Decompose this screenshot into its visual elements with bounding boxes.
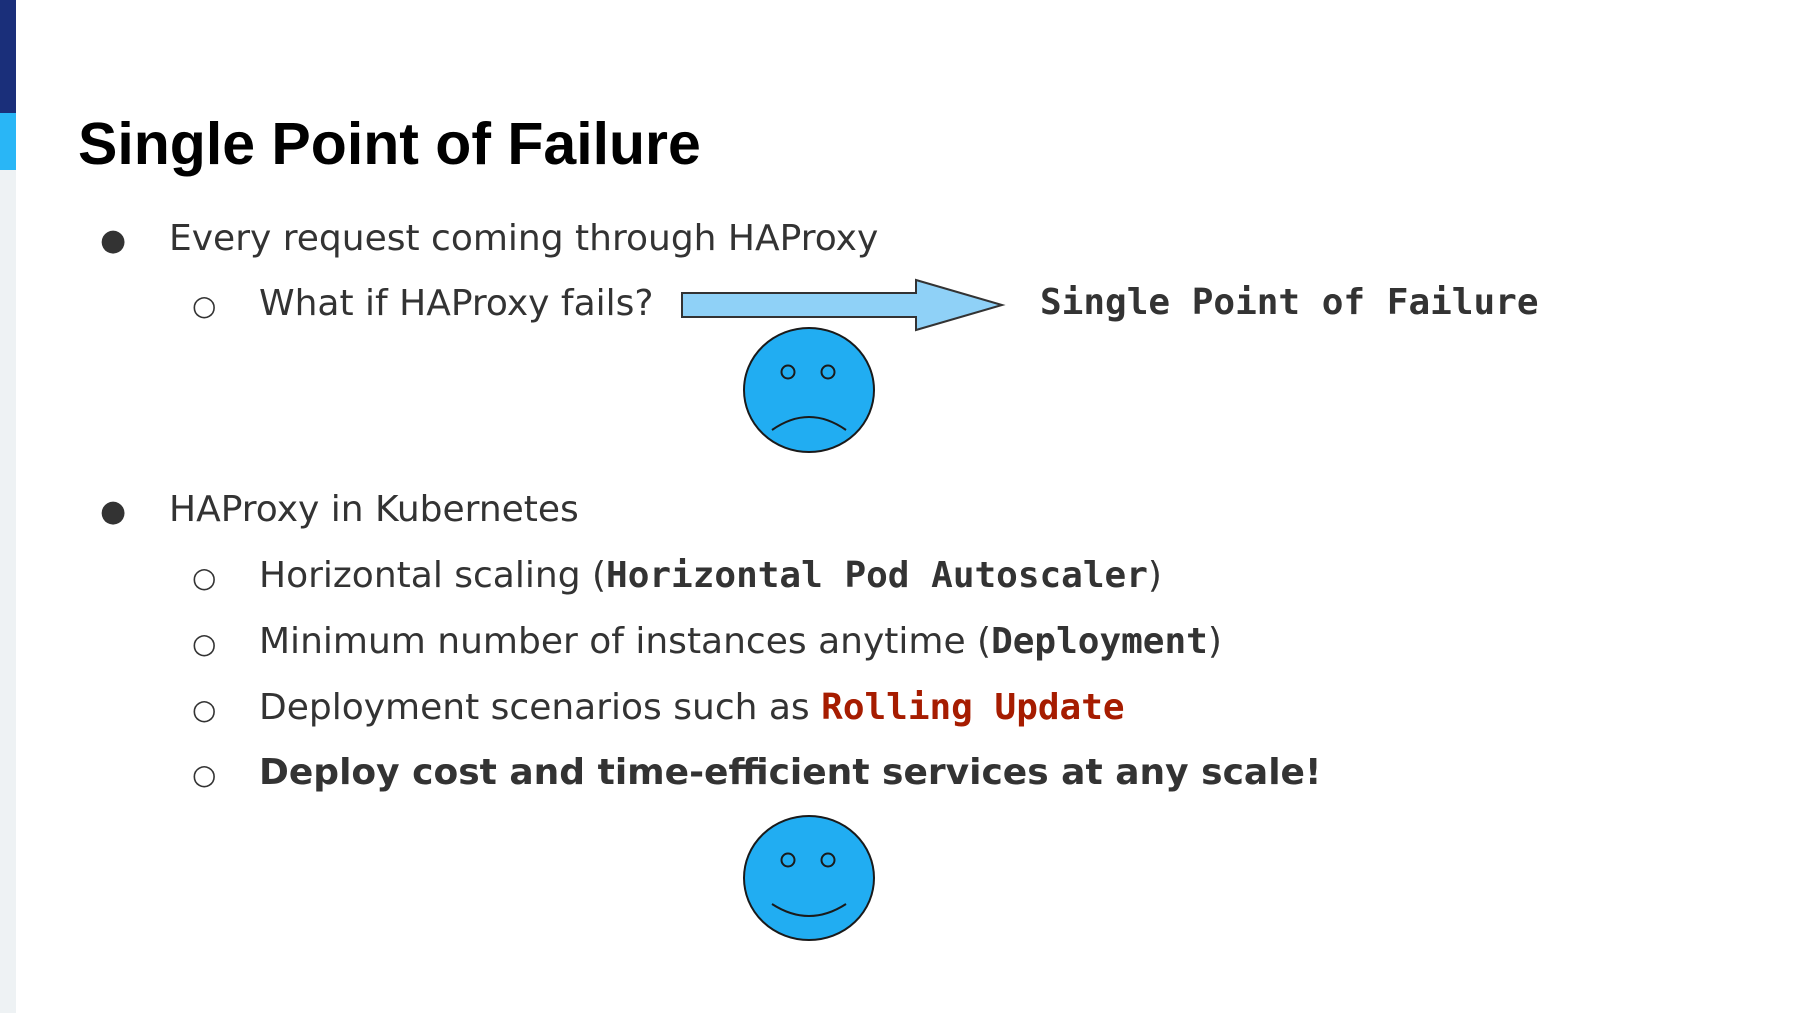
text-suffix: ) [1147, 555, 1162, 596]
slide-title: Single Point of Failure [78, 111, 701, 177]
right-arrow-icon [681, 278, 1006, 332]
text-prefix: Minimum number of instances anytime ( [259, 621, 992, 662]
bullet-l2: ○ [192, 561, 217, 594]
bullet-minimum-instances: Minimum number of instances anytime (Dep… [259, 617, 1222, 667]
bullet-l1: ● [100, 494, 127, 529]
bullet-horizontal-scaling: Horizontal scaling (Horizontal Pod Autos… [259, 551, 1162, 601]
bullet-l2: ○ [192, 693, 217, 726]
happy-face-icon [743, 815, 875, 941]
bullet-l2: ○ [192, 289, 217, 322]
accent-bar-light [0, 113, 16, 170]
bullet-deploy-cost: Deploy cost and time-efficient services … [259, 752, 1322, 793]
bullet-l2: ○ [192, 627, 217, 660]
text-prefix: Horizontal scaling ( [259, 555, 607, 596]
accent-bar-dark [0, 0, 16, 113]
bullet-haproxy-fails: What if HAProxy fails? [259, 283, 654, 324]
bullet-deployment-scenarios: Deployment scenarios such as Rolling Upd… [259, 683, 1125, 733]
text-prefix: Deployment scenarios such as [259, 687, 822, 728]
sad-face-icon [743, 327, 875, 453]
code-hpa: Horizontal Pod Autoscaler [606, 555, 1148, 596]
bullet-every-request: Every request coming through HAProxy [169, 218, 879, 259]
spf-label: Single Point of Failure [1040, 282, 1539, 323]
code-deployment: Deployment [991, 621, 1208, 662]
text-suffix: ) [1207, 621, 1222, 662]
bullet-l1: ● [100, 223, 127, 258]
side-rail [0, 0, 16, 1013]
bullet-l2: ○ [192, 758, 217, 791]
bullet-haproxy-kubernetes: HAProxy in Kubernetes [169, 489, 579, 530]
code-rolling-update: Rolling Update [821, 687, 1125, 728]
